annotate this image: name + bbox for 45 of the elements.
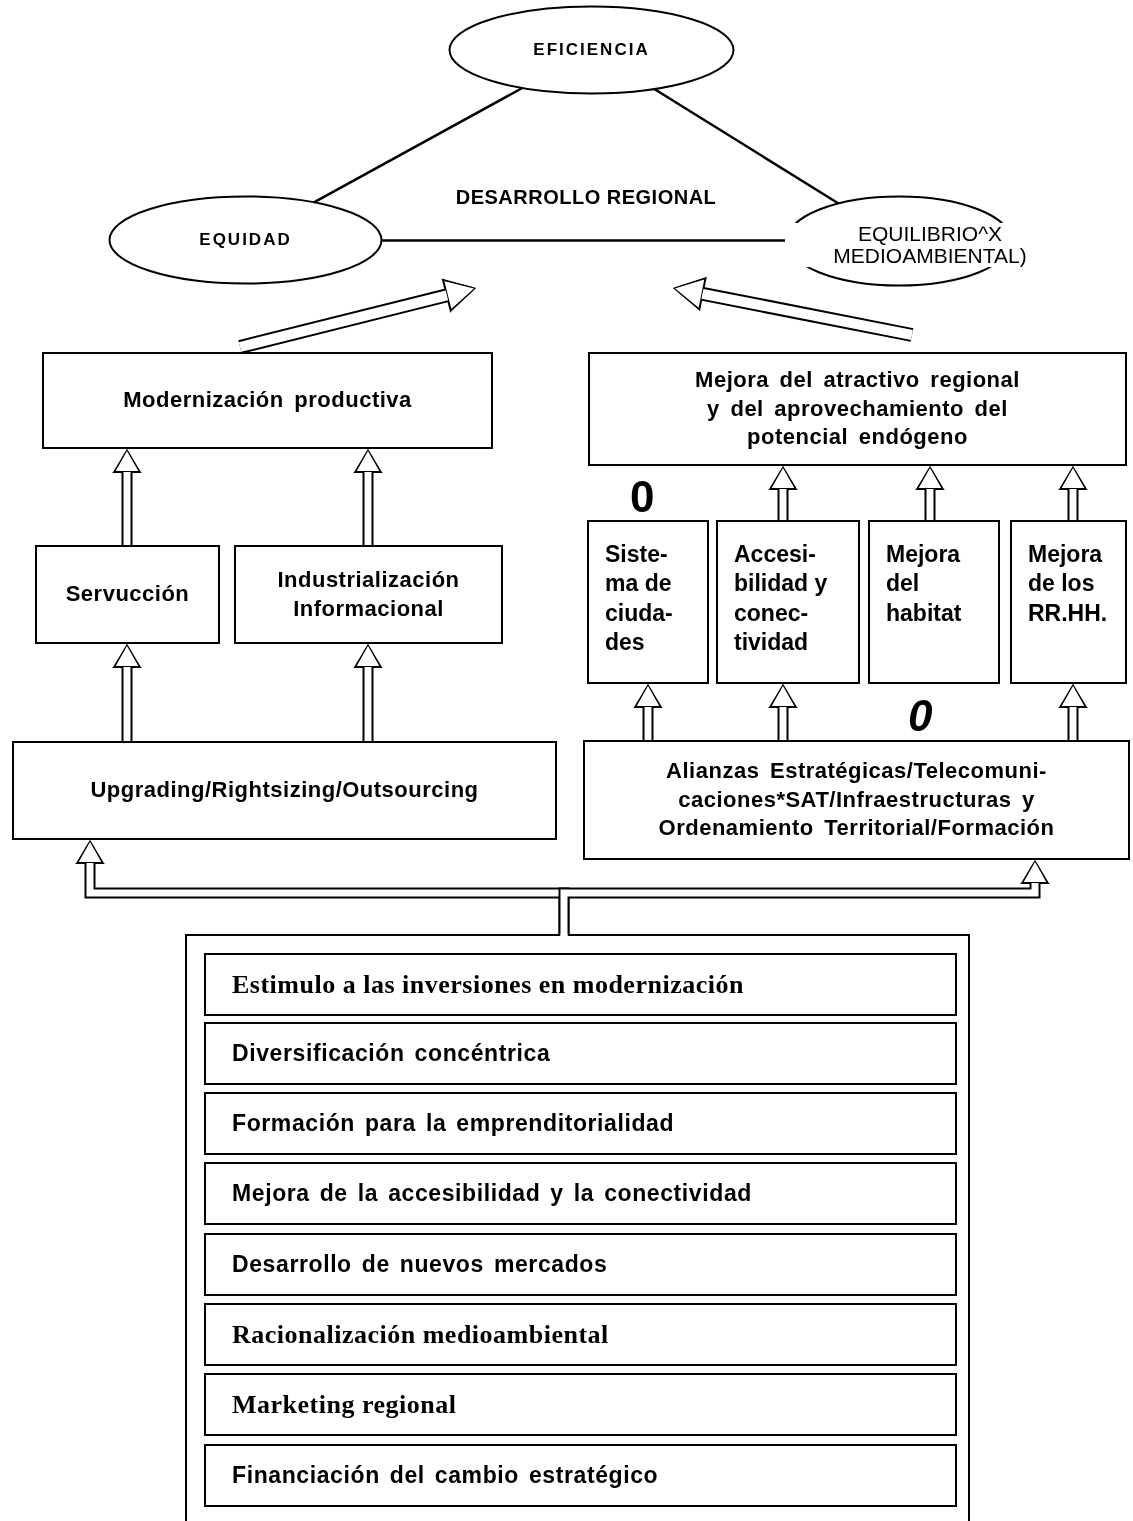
list-item-box xyxy=(204,1022,957,1085)
box-label: Mejora del habitat xyxy=(885,540,963,628)
box-label: Modernización productiva xyxy=(122,386,413,415)
list-item-label: Formación para la emprenditorialidad xyxy=(231,1110,675,1137)
connector-line xyxy=(313,86,523,204)
list-item-label: Marketing regional xyxy=(231,1389,457,1420)
list-item-label: Estimulo a las inversiones en modernización xyxy=(231,969,744,1000)
ellipse-label: EFICIENCIA xyxy=(533,40,650,60)
list-item-box xyxy=(204,1373,957,1436)
list-item-box xyxy=(204,1303,957,1366)
center-label: DESARROLLO REGIONAL xyxy=(454,185,718,210)
list-item-box xyxy=(204,1162,957,1225)
process-box xyxy=(12,741,557,840)
list-item-box xyxy=(204,1444,957,1507)
list-item-box xyxy=(204,1092,957,1155)
box-label: Upgrading/Rightsizing/Outsourcing xyxy=(89,776,480,805)
box-label: Mejora de los RR.HH. xyxy=(1027,540,1109,628)
list-item-label: Racionalización medioambiental xyxy=(231,1319,609,1350)
process-box xyxy=(583,740,1130,860)
process-box xyxy=(1010,520,1127,684)
callout-label: 0 xyxy=(908,694,933,738)
process-box xyxy=(42,352,493,449)
connector-line xyxy=(653,87,840,205)
box-label: Siste- ma de ciuda- des xyxy=(604,540,674,658)
panel-box xyxy=(185,934,970,1521)
ellipse-label: EQUIDAD xyxy=(199,230,292,250)
list-item-label: Desarrollo de nuevos mercados xyxy=(231,1251,608,1278)
box-label: Alianzas Estratégicas/Telecomuni- caciones*SAT/Infraestructuras y Ordenamiento Territorial/Formación xyxy=(657,757,1056,843)
box-label: Mejora del atractivo regional y del aprovechamiento del potencial endógeno xyxy=(694,366,1021,452)
list-item-label: Financiación del cambio estratégico xyxy=(231,1462,659,1489)
list-item-label: Mejora de la accesibilidad y la conectividad xyxy=(231,1180,752,1207)
box-label: Accesi- bilidad y conec- tividad xyxy=(733,540,829,658)
process-box xyxy=(587,520,709,684)
process-box xyxy=(588,352,1127,466)
list-item-box xyxy=(204,1233,957,1296)
box-label: Servucción xyxy=(64,580,191,609)
list-item-box xyxy=(204,953,957,1016)
process-box xyxy=(716,520,860,684)
callout-label: 0 xyxy=(630,475,655,519)
list-item-label: Diversificación concéntrica xyxy=(231,1040,551,1067)
process-box xyxy=(35,545,220,644)
connector-line xyxy=(381,239,787,242)
process-box xyxy=(234,545,503,644)
process-box xyxy=(868,520,1000,684)
box-label: Industrialización Informacional xyxy=(276,565,461,623)
